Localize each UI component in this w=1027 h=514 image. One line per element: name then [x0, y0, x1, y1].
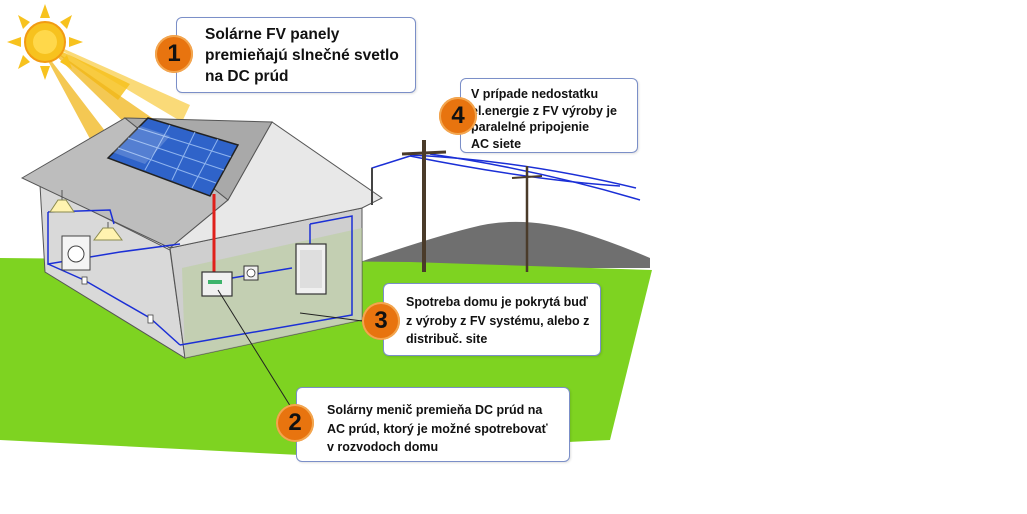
badge-2-number: 2	[288, 409, 302, 436]
badge-2: 2	[276, 404, 314, 442]
badge-4: 4	[439, 97, 477, 135]
badge-1-number: 1	[167, 40, 181, 67]
utility-pole-icon	[371, 140, 543, 272]
hill	[360, 221, 650, 268]
distribution-box-icon	[295, 243, 327, 295]
callout-4-text: V prípade nedostatku el.energie z FV výr…	[471, 87, 617, 151]
callout-3-text: Spotreba domu je pokrytá buď z výroby z …	[406, 295, 590, 346]
ceiling-lamp-icon	[49, 190, 123, 241]
outlet-icon	[81, 276, 88, 285]
switch-icon	[147, 314, 154, 324]
leader-lines	[217, 289, 371, 413]
callout-1: Solárne FV panely premieňajú slnečné sve…	[176, 17, 416, 93]
callout-3: Spotreba domu je pokrytá buď z výroby z …	[383, 283, 601, 356]
inverter-icon	[201, 271, 233, 297]
callout-2-text: Solárny menič premieňa DC prúd na AC prú…	[327, 403, 548, 454]
callout-1-text: Solárne FV panely premieňajú slnečné sve…	[205, 26, 399, 85]
badge-3-number: 3	[374, 307, 388, 334]
badge-4-number: 4	[451, 102, 465, 129]
appliance-icon	[61, 235, 91, 271]
solar-panels	[106, 117, 240, 197]
badge-1: 1	[155, 35, 193, 73]
callout-4: V prípade nedostatku el.energie z FV výr…	[460, 78, 638, 153]
sun-icon	[7, 4, 190, 150]
badge-3: 3	[362, 302, 400, 340]
meter-icon	[243, 265, 259, 281]
callout-2: Solárny menič premieňa DC prúd na AC prú…	[296, 387, 570, 462]
